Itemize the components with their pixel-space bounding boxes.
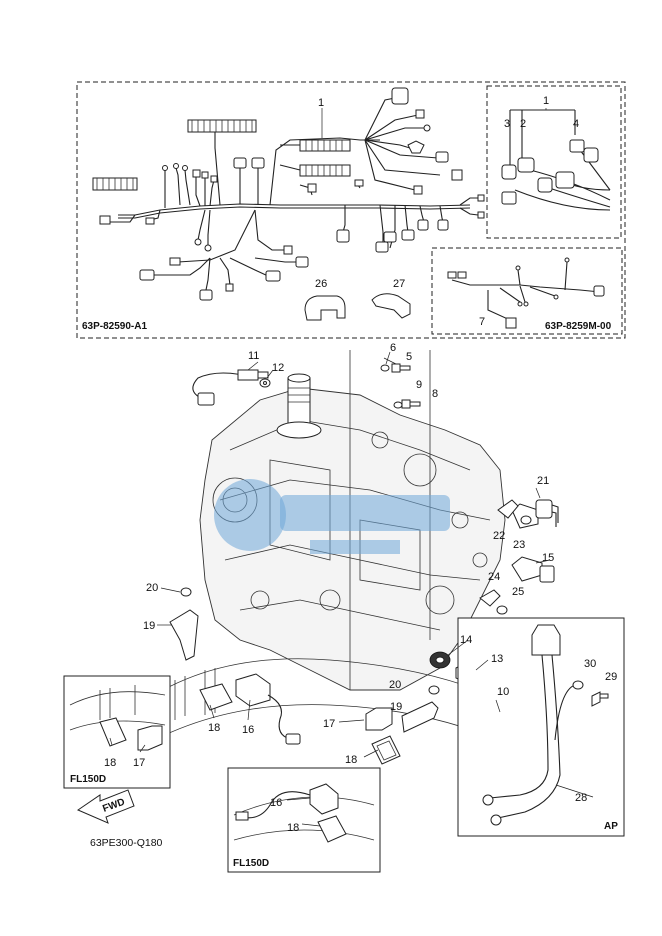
callout-1-detail: 1 [543, 95, 549, 107]
sub-harness-code: 63P-8259M-00 [545, 321, 612, 332]
callout-11: 11 [248, 350, 259, 362]
callout-19: 19 [143, 620, 155, 632]
ap-variant: AP [604, 821, 618, 832]
screws-23-25 [496, 515, 532, 615]
inset-left-variant: FL150D [70, 774, 106, 785]
callout-5: 5 [406, 351, 412, 363]
sensor-21 [511, 499, 559, 529]
sensor-11 [192, 369, 269, 406]
sensor-15 [511, 556, 555, 583]
engine-block [199, 350, 506, 691]
main-harness-frame [76, 81, 626, 339]
callout-18-lower: 18 [345, 754, 357, 766]
callout-8: 8 [432, 388, 438, 400]
inset-bottom-fl150d: FL150D [227, 767, 381, 873]
main-harness-code: 63P-82590-A1 [82, 321, 147, 332]
callout-12: 12 [272, 362, 284, 374]
ap-box: AP [457, 617, 625, 837]
callout-4: 4 [573, 118, 579, 130]
washer-12 [259, 378, 271, 388]
main-harness-panel: 63P-82590-A1 63P-8259M-00 [76, 81, 626, 339]
callout-22: 22 [493, 530, 505, 542]
switch-17 [365, 707, 393, 731]
harness-detail [501, 109, 611, 211]
wire-holders [304, 293, 411, 321]
callout-6: 6 [390, 342, 396, 354]
callout-25: 25 [512, 586, 524, 598]
callout-10: 10 [497, 686, 509, 698]
callout-17: 17 [323, 718, 335, 730]
callout-18: 18 [208, 722, 220, 734]
callout-1: 1 [318, 97, 324, 109]
sub-harness-inset [431, 247, 623, 335]
callouts: 1 1 2 3 4 5 6 7 8 9 10 11 12 13 14 15 16… [104, 95, 617, 834]
callout-20-right: 20 [389, 679, 401, 691]
callout-18-bottom-inset: 18 [287, 822, 299, 834]
leader-lines [109, 108, 594, 827]
watermark-logo [214, 479, 450, 554]
callout-3: 3 [504, 118, 510, 130]
callout-13: 13 [491, 653, 503, 665]
bracket-22-24 [479, 499, 519, 607]
inset-bottom-variant: FL150D [233, 858, 269, 869]
callout-21: 21 [537, 475, 549, 487]
callout-29: 29 [605, 671, 617, 683]
callout-20: 20 [146, 582, 158, 594]
callout-19-right: 19 [390, 701, 402, 713]
main-wire-harness [110, 97, 479, 291]
sub-harness [447, 257, 605, 329]
connector-16 [235, 673, 301, 745]
callout-26: 26 [315, 278, 327, 290]
bracket-19 [169, 609, 439, 733]
callout-30: 30 [584, 658, 596, 670]
callout-9: 9 [416, 379, 422, 391]
callout-17-inset: 17 [133, 757, 145, 769]
fwd-arrow: FWD [76, 789, 135, 824]
callout-27: 27 [393, 278, 405, 290]
grommet-14 [429, 651, 451, 669]
bolts-5-6-8-9 [380, 363, 421, 409]
diagram-code: 63PE300-Q180 [90, 837, 163, 849]
harness-detail-inset [486, 85, 622, 239]
callout-16: 16 [242, 724, 254, 736]
callout-7: 7 [479, 316, 485, 328]
grommet-18 [199, 683, 401, 765]
callout-18-inset: 18 [104, 757, 116, 769]
callout-28: 28 [575, 792, 587, 804]
callout-2: 2 [520, 118, 526, 130]
callout-16-inset: 16 [270, 797, 282, 809]
inset-left-fl150d: FL150D [63, 675, 171, 789]
callout-24: 24 [488, 571, 500, 583]
callout-14: 14 [460, 634, 472, 646]
callout-15: 15 [542, 552, 554, 564]
callout-23: 23 [513, 539, 525, 551]
harness-connectors [92, 87, 485, 301]
